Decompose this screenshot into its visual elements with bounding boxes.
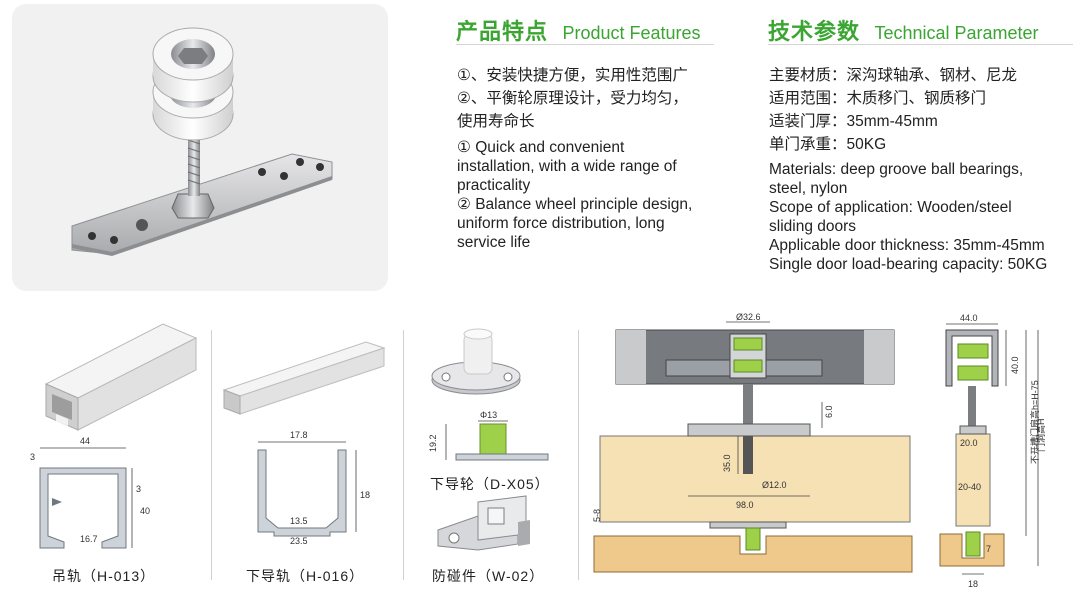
front-dim-gap: 6.0 (824, 405, 834, 418)
assembly-front-drawing: Ø32.6 6.0 35.0 Ø12.0 98.0 5-8 (592, 312, 913, 573)
technical-title-en: Technical Parameter (874, 23, 1039, 43)
features-en-line: ① Quick and convenient (457, 139, 625, 156)
lower-rail-caption: 下导轨（H-016） (246, 568, 365, 584)
features-cn-line: 使用寿命长 (457, 113, 535, 130)
side-dim-track: 18 (968, 579, 978, 589)
side-dim-door-leaf: 不开槽门扇高h=H-75 (1029, 380, 1040, 464)
technical-cn-line: 适装门厚：35mm-45mm (769, 113, 938, 130)
side-dim-thickness: 20-40 (958, 482, 981, 492)
features-cn-line: ②、平衡轮原理设计，受力均匀， (457, 90, 688, 107)
bumper-part: 防碰件（W-02） (418, 494, 568, 584)
guide-wheel-dim-dia: Φ13 (480, 410, 497, 420)
features-en-line: service life (457, 234, 531, 251)
upper-rail-dim-height: 40 (140, 506, 150, 516)
side-dim-top-plate: 20.0 (960, 438, 978, 448)
front-dim-wheel-dia: Ø32.6 (736, 312, 761, 322)
features-en-line: installation, with a wide range of (457, 158, 677, 175)
bumper-caption: 防碰件（W-02） (432, 568, 545, 584)
technical-en-line: Scope of application: Wooden/steel (769, 199, 1012, 216)
features-en-text: ① Quick and convenient installation, wit… (457, 138, 692, 252)
side-dim-width: 44.0 (960, 313, 978, 323)
upper-rail-dim-top: 3 (30, 452, 35, 462)
guide-wheel-dim-height: 19.2 (428, 434, 438, 452)
technical-cn-line: 适用范围：木质移门、钢质移门 (769, 90, 987, 107)
features-title-en: Product Features (562, 23, 701, 43)
lower-rail-dim-top: 17.8 (290, 430, 308, 440)
technical-header: 技术参数 Technical Parameter (768, 14, 1073, 45)
lower-rail-part: 17.8 18 13.5 23.5 下导轨（H-016） (218, 322, 398, 584)
features-en-line: practicality (457, 177, 531, 194)
guide-wheel-drawing: Φ13 19.2 (428, 328, 549, 461)
front-dim-plate: 98.0 (736, 500, 754, 510)
divider (578, 330, 579, 580)
technical-en-line: Applicable door thickness: 35mm-45mm (769, 237, 1045, 254)
features-cn-line: ①、安装快捷方便，实用性范围广 (457, 67, 688, 84)
features-cn-text: ①、安装快捷方便，实用性范围广 ②、平衡轮原理设计，受力均匀， 使用寿命长 (457, 66, 688, 131)
upper-rail-part: 44 3 3 40 16.7 吊轨（H-013） (18, 322, 208, 584)
front-dim-clearance: 5-8 (592, 509, 602, 522)
side-dim-opening: 门洞高H (1035, 419, 1046, 453)
upper-rail-dim-slot: 16.7 (80, 534, 98, 544)
lower-rail-dim-height: 18 (360, 490, 370, 500)
features-en-line: uniform force distribution, long (457, 215, 665, 232)
side-dim-height: 40.0 (1010, 356, 1020, 374)
bumper-drawing (437, 495, 530, 551)
side-dim-groove: 7 (986, 544, 991, 554)
technical-en-line: steel, nylon (769, 180, 848, 197)
lower-rail-dim-inner: 13.5 (290, 516, 308, 526)
technical-cn-text: 主要材质：深沟球轴承、钢材、尼龙 适用范围：木质移门、钢质移门 适装门厚：35m… (769, 66, 1017, 154)
technical-en-line: Single door load-bearing capacity: 50KG (769, 256, 1048, 273)
technical-en-line: Materials: deep groove ball bearings, (769, 161, 1024, 178)
features-title-cn: 产品特点 (456, 19, 549, 44)
upper-rail-drawing: 44 3 3 40 16.7 (30, 323, 198, 549)
assembly-side-view: 44.0 40.0 20.0 20-40 不开槽门扇高h=H-75 门洞高H 7… (930, 310, 1080, 601)
product-photo (12, 4, 388, 291)
lower-rail-dim-bottom: 23.5 (290, 536, 308, 546)
assembly-side-drawing: 44.0 40.0 20.0 20-40 不开槽门扇高h=H-75 门洞高H 7… (939, 313, 1046, 589)
pivot-hinge-illustration (71, 27, 333, 256)
upper-rail-caption: 吊轨（H-013） (52, 568, 156, 584)
features-header: 产品特点 Product Features (456, 14, 714, 45)
front-dim-bore: Ø12.0 (762, 480, 787, 490)
upper-rail-dim-width: 44 (80, 436, 90, 446)
technical-cn-line: 单门承重：50KG (769, 136, 887, 153)
technical-title-cn: 技术参数 (768, 19, 861, 44)
divider (403, 330, 404, 580)
features-en-line: ② Balance wheel principle design, (457, 196, 693, 213)
upper-rail-dim-lip: 3 (136, 484, 141, 494)
guide-wheel-part: Φ13 19.2 下导轮（D-X05） (418, 322, 568, 492)
lower-rail-drawing: 17.8 18 13.5 23.5 (222, 341, 386, 546)
assembly-front-view: Ø32.6 6.0 35.0 Ø12.0 98.0 5-8 (590, 310, 920, 585)
guide-wheel-caption: 下导轮（D-X05） (430, 476, 550, 492)
technical-en-text: Materials: deep groove ball bearings, st… (769, 160, 1047, 274)
front-dim-depth: 35.0 (722, 454, 732, 472)
divider (211, 330, 212, 580)
technical-en-line: sliding doors (769, 218, 857, 235)
technical-cn-line: 主要材质：深沟球轴承、钢材、尼龙 (769, 67, 1018, 84)
